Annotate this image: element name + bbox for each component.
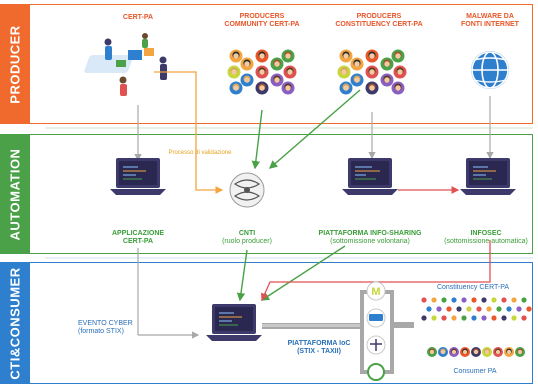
consumer-pa-label: Consumer PA bbox=[453, 368, 497, 375]
arrow bbox=[261, 240, 491, 302]
people-group-icon bbox=[227, 49, 297, 95]
laptop-code-icon bbox=[206, 304, 262, 341]
data-pipe bbox=[262, 324, 362, 327]
constituency-cert-pa-label: Constituency CERT-PA bbox=[436, 284, 510, 291]
producer-frame bbox=[30, 4, 533, 124]
arrow bbox=[260, 245, 346, 301]
consumer-app-icon bbox=[366, 335, 386, 355]
applicazione-label: APPLICAZIONE CERT-PA bbox=[111, 230, 165, 246]
community-label: PRODUCERS COMMUNITY CERT-PA bbox=[224, 13, 300, 29]
hub-bracket bbox=[360, 290, 368, 374]
producer-band: PRODUCER bbox=[0, 4, 30, 124]
cnti-logo-icon bbox=[229, 172, 265, 208]
team-workspace-icon bbox=[84, 33, 167, 96]
globe-icon bbox=[471, 51, 509, 89]
arrow bbox=[251, 109, 263, 170]
cert-pa-label: CERT-PA bbox=[122, 14, 154, 21]
cnti-label: CNTI (ruolo producer) bbox=[222, 230, 272, 246]
consumer-band: CTI&CONSUMER bbox=[0, 262, 30, 384]
consumer-app-icon bbox=[366, 308, 386, 328]
ioc-platform-label: PIATTAFORMA IoC (STIX - TAXII) bbox=[287, 340, 351, 356]
validation-process-note: Processo di validazione bbox=[168, 150, 232, 156]
consumer-app-icon: M bbox=[366, 281, 386, 301]
consumer-app-icon bbox=[367, 363, 385, 381]
evento-cyber-label: EVENTO CYBER (formato STIX) bbox=[78, 320, 133, 336]
malware-label: MALWARE DA FONTI INTERNET bbox=[461, 13, 519, 29]
arrow bbox=[268, 89, 361, 169]
people-group-icon bbox=[337, 49, 407, 95]
consumer-people-icon bbox=[427, 347, 525, 357]
infosec-label: INFOSEC (sottomissione automatica) bbox=[444, 230, 528, 246]
laptop-code-icon bbox=[342, 158, 398, 195]
constituency-people-icon bbox=[421, 297, 532, 321]
arrow-validation bbox=[154, 71, 224, 194]
laptop-code-icon bbox=[110, 158, 166, 195]
consumer-frame bbox=[30, 262, 533, 384]
svg-text:M: M bbox=[371, 286, 380, 298]
piattaforma-label: PIATTAFORMA INFO-SHARING (sottomissione … bbox=[318, 230, 422, 246]
constituency-label: PRODUCERS CONSTITUENCY CERT-PA bbox=[335, 13, 423, 29]
hub-bracket bbox=[384, 290, 394, 374]
data-pipe bbox=[392, 322, 414, 328]
automation-band: AUTOMATION bbox=[0, 134, 30, 254]
automation-frame bbox=[30, 134, 533, 254]
arrow bbox=[236, 249, 248, 302]
laptop-code-icon bbox=[460, 158, 516, 195]
